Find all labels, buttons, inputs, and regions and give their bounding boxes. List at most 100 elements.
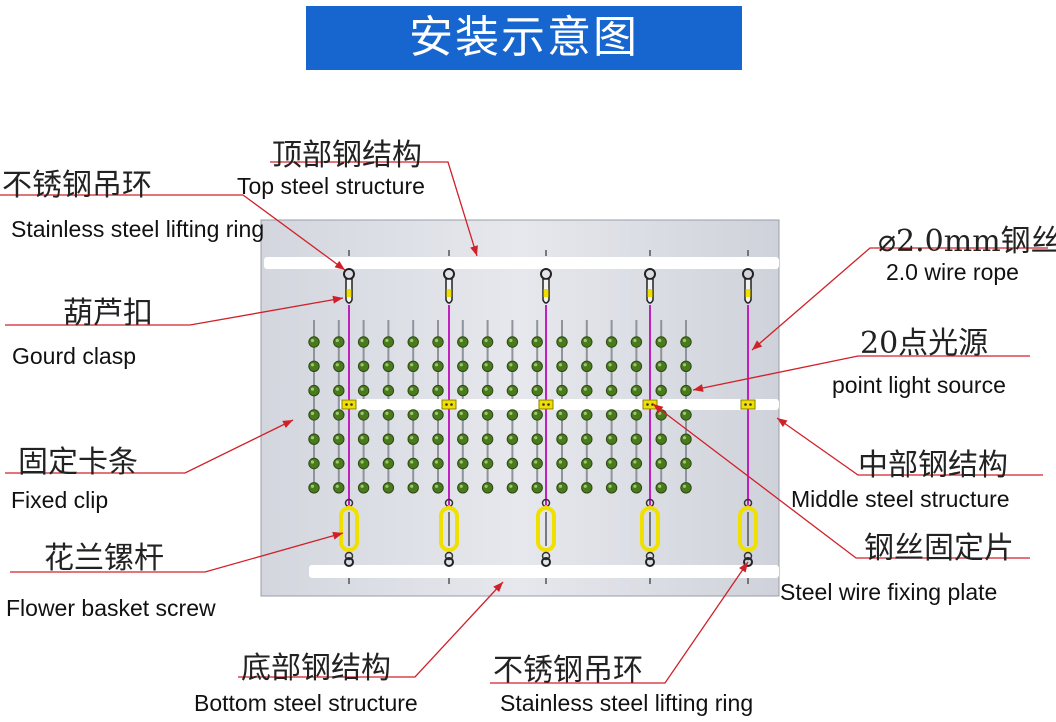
led-point xyxy=(630,433,643,445)
led-point xyxy=(581,336,593,348)
led-highlight xyxy=(335,411,339,415)
point-light-source-label-cn: 20点光源 xyxy=(860,326,989,361)
led-highlight xyxy=(633,387,637,391)
led-point xyxy=(605,433,618,445)
led-point xyxy=(581,384,593,397)
led-point xyxy=(556,482,568,494)
led-highlight xyxy=(410,460,414,464)
led-highlight xyxy=(658,338,662,343)
led-highlight xyxy=(310,484,315,488)
bottom-steel-leader-arrow xyxy=(493,582,503,593)
fixing-plate-leader-arrow xyxy=(653,404,664,414)
middle-steel-leader-arrow xyxy=(777,418,788,428)
wire-rope-label-cn: ⌀2.0mm钢丝 xyxy=(878,224,1056,259)
led-highlight xyxy=(658,460,662,464)
led-point xyxy=(506,482,519,494)
led-highlight xyxy=(434,363,439,367)
led-point xyxy=(680,384,692,397)
led-highlight xyxy=(658,484,662,488)
led-highlight xyxy=(682,411,687,415)
led-highlight xyxy=(310,411,315,415)
led-point xyxy=(481,433,494,445)
led-point xyxy=(432,360,444,372)
middle-steel-bar xyxy=(340,399,779,410)
led-highlight xyxy=(509,387,513,391)
led-point xyxy=(506,336,519,348)
led-highlight xyxy=(459,387,463,391)
led-highlight xyxy=(608,484,612,488)
flower-basket-screw xyxy=(439,506,459,552)
led-point xyxy=(357,336,370,348)
top-steel-leader-arrow xyxy=(470,245,478,256)
led-highlight xyxy=(459,436,463,440)
led-point xyxy=(680,360,692,372)
led-point xyxy=(333,360,345,372)
led-point xyxy=(680,433,692,445)
led-highlight xyxy=(583,387,587,391)
turnbuckle-eye xyxy=(344,551,354,561)
led-point xyxy=(333,433,345,445)
led-highlight xyxy=(583,338,587,343)
led-highlight xyxy=(633,436,637,440)
led-point xyxy=(680,482,692,494)
fixing-plate-bolt xyxy=(542,403,545,406)
led-point xyxy=(630,384,643,397)
led-highlight xyxy=(534,436,538,440)
led-point xyxy=(481,384,494,397)
bottom-steel-structure-label-en: Bottom steel structure xyxy=(194,690,418,716)
led-point xyxy=(481,336,494,348)
top-steel-bar xyxy=(264,257,779,269)
led-point xyxy=(630,482,643,494)
led-highlight xyxy=(558,460,563,464)
led-point xyxy=(556,457,568,470)
led-highlight xyxy=(534,460,538,464)
top-steel-leader xyxy=(270,161,478,257)
led-point xyxy=(382,336,395,348)
wire-fixing-plate xyxy=(740,399,756,410)
led-highlight xyxy=(583,460,587,464)
middle-steel-structure-label-en: Middle steel structure xyxy=(791,486,1010,512)
turnbuckle-eye xyxy=(541,551,551,561)
led-highlight xyxy=(608,436,612,440)
page-title: 安装示意图 xyxy=(409,12,639,63)
led-highlight xyxy=(385,436,389,440)
lifting-ring-bottom xyxy=(645,557,655,567)
led-point xyxy=(581,482,593,494)
gourd-clasp-sleeve xyxy=(543,289,549,297)
led-highlight xyxy=(608,338,612,343)
bottom-steel-structure-label-cn: 底部钢结构 xyxy=(241,651,391,686)
led-point xyxy=(605,384,618,397)
led-highlight xyxy=(385,460,389,464)
led-point xyxy=(333,482,345,494)
led-highlight xyxy=(633,411,637,415)
led-highlight xyxy=(360,363,364,367)
led-point xyxy=(382,433,395,445)
led-point xyxy=(457,433,469,445)
led-point xyxy=(481,482,494,494)
lifting-ring-top-leader-arrow xyxy=(334,260,345,270)
top-steel-structure-label-en: Top steel structure xyxy=(237,173,425,199)
led-highlight xyxy=(509,460,513,464)
led-point xyxy=(531,457,543,470)
title-banner: 安装示意图 xyxy=(306,6,742,70)
led-highlight xyxy=(682,387,687,391)
led-highlight xyxy=(360,460,364,464)
gourd-clasp-label-cn: 葫芦扣 xyxy=(63,296,153,331)
turnbuckle-eye xyxy=(645,551,655,561)
led-point xyxy=(680,409,692,421)
led-highlight xyxy=(558,484,563,488)
led-highlight xyxy=(484,387,488,391)
led-highlight xyxy=(633,484,637,488)
top-steel-structure-label-cn: 顶部钢结构 xyxy=(272,138,422,173)
led-highlight xyxy=(658,363,662,367)
led-point xyxy=(382,384,395,397)
led-point xyxy=(357,482,370,494)
led-highlight xyxy=(410,436,414,440)
led-point xyxy=(407,360,419,372)
lifting-ring-bottom-leader-arrow xyxy=(739,562,748,573)
wire-fixing-plate xyxy=(341,399,357,410)
led-point xyxy=(308,482,320,494)
bottom-steel-bar xyxy=(309,565,779,578)
led-highlight xyxy=(558,387,563,391)
led-point xyxy=(506,433,519,445)
